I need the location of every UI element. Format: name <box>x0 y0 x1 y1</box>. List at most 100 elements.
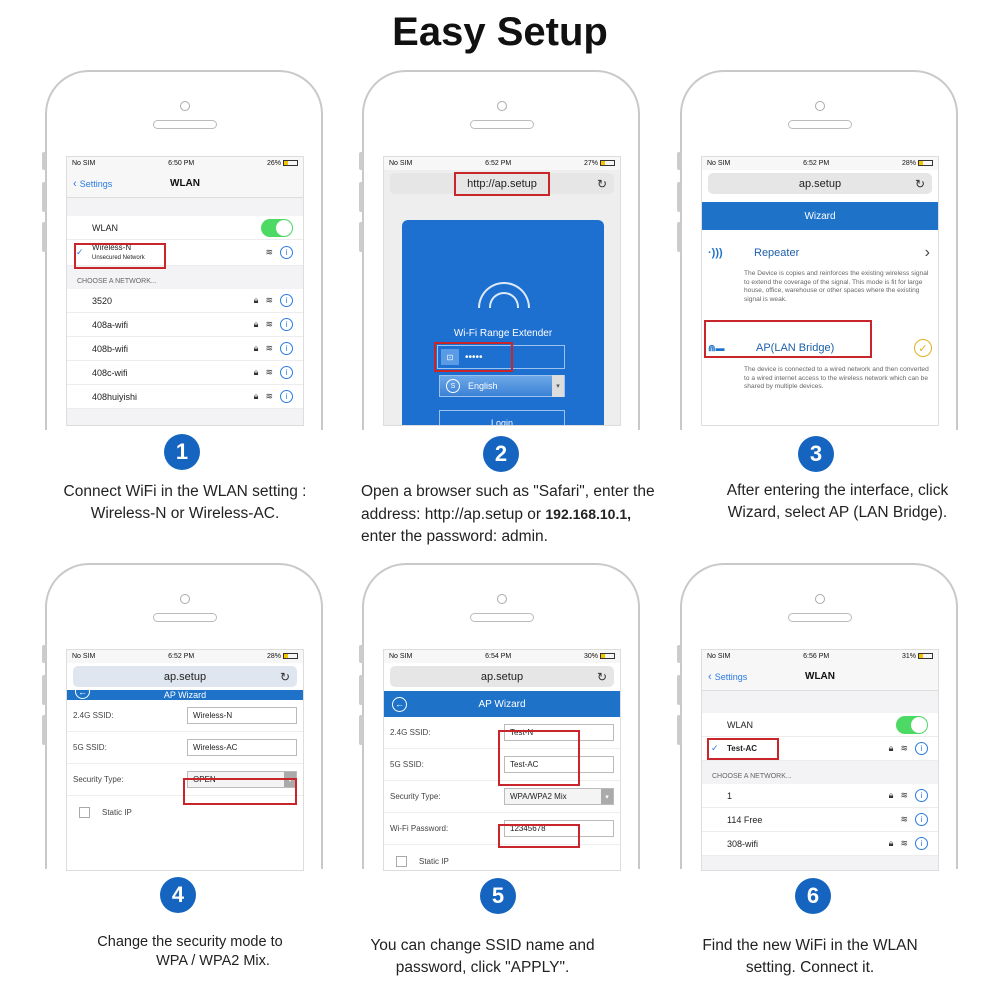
repeater-icon: ·))) <box>708 247 723 259</box>
wlan-toggle[interactable] <box>896 715 928 734</box>
network-row[interactable]: 408b-wifi🔒︎≋i <box>67 337 303 361</box>
check-icon: ✓ <box>711 743 719 753</box>
step-number-3: 3 <box>798 436 834 472</box>
connected-network-row[interactable]: ✓ Test-AC 🔒︎≋i <box>702 737 938 761</box>
highlight-box <box>498 730 580 786</box>
step-number-4: 4 <box>160 877 196 913</box>
choose-network-header: CHOOSE A NETWORK... <box>67 266 303 289</box>
highlight-box <box>183 778 297 805</box>
lock-icon: 🔒︎ <box>253 367 259 377</box>
info-icon: i <box>915 789 928 802</box>
wifi-icon: ≋ <box>265 319 273 329</box>
security-row: Security Type:WPA/WPA2 Mix▾ <box>384 781 620 813</box>
ssid-5-row: 5G SSID:Test-AC <box>384 749 620 781</box>
page-title: Easy Setup <box>392 10 608 54</box>
chevron-down-icon: ▾ <box>601 789 613 804</box>
highlight-box <box>707 738 779 760</box>
info-icon: i <box>915 837 928 850</box>
refresh-icon[interactable]: ↻ <box>279 669 290 684</box>
step-number-1: 1 <box>164 434 200 470</box>
refresh-icon[interactable]: ↻ <box>596 669 607 684</box>
ssid-24-row: 2.4G SSID:Test-N <box>384 717 620 749</box>
info-icon: i <box>280 390 293 403</box>
static-ip-row[interactable]: Static IP <box>67 796 303 828</box>
url-bar[interactable]: ap.setup↻ <box>390 666 614 687</box>
back-button[interactable]: ‹ Settings <box>708 670 748 683</box>
lock-icon: 🔒︎ <box>888 838 894 848</box>
highlight-box <box>454 172 550 196</box>
network-row[interactable]: 408a-wifi🔒︎≋i <box>67 313 303 337</box>
step-caption-2: Open a browser such as "Safari", enter t… <box>361 483 655 545</box>
speaker <box>153 120 217 129</box>
check-icon: ✓ <box>76 247 84 257</box>
info-icon: i <box>915 813 928 826</box>
lock-icon: 🔒︎ <box>253 319 259 329</box>
speaker <box>788 613 852 622</box>
step-number-2: 2 <box>483 436 519 472</box>
back-button[interactable]: ‹ Settings <box>73 177 113 190</box>
network-row[interactable]: 408c-wifi🔒︎≋i <box>67 361 303 385</box>
url-bar[interactable]: ap.setup↻ <box>708 173 932 194</box>
network-row[interactable]: 114 Free≋i <box>702 808 938 832</box>
ap-wizard-header: ←AP Wizard <box>384 691 620 717</box>
refresh-icon[interactable]: ↻ <box>596 176 607 191</box>
wifi-icon: ≋ <box>265 295 273 305</box>
highlight-box <box>498 824 580 848</box>
card-title: Wi-Fi Range Extender <box>453 328 553 339</box>
ap-option[interactable]: ⋒▬ AP(LAN Bridge) ✓ <box>702 330 938 366</box>
ssid-24-input[interactable]: Wireless-N <box>187 707 297 724</box>
camera <box>180 594 190 604</box>
network-row[interactable]: 408huiyishi🔒︎≋i <box>67 385 303 409</box>
network-row[interactable]: 3520🔒︎≋i <box>67 289 303 313</box>
network-row[interactable]: 308-wifi🔒︎≋i <box>702 832 938 856</box>
checkbox[interactable] <box>79 806 90 818</box>
network-row[interactable]: 1🔒︎≋i <box>702 784 938 808</box>
ssid-5-row: 5G SSID:Wireless-AC <box>67 732 303 764</box>
ssid-5-input[interactable]: Wireless-AC <box>187 739 297 756</box>
ssid-24-input[interactable]: Test-N <box>504 724 614 741</box>
repeater-option[interactable]: ·))) Repeater › <box>708 244 930 261</box>
step-number-5: 5 <box>480 878 516 914</box>
wifi-icon: ≋ <box>265 391 273 401</box>
speaker <box>788 120 852 129</box>
wlan-toggle-row[interactable]: WLAN <box>67 216 303 240</box>
back-icon[interactable]: ← <box>75 690 90 699</box>
ap-description: The device is connected to a wired netwo… <box>744 366 929 391</box>
lock-icon: 🔒︎ <box>253 343 259 353</box>
info-icon: i <box>915 742 928 755</box>
security-select[interactable]: WPA/WPA2 Mix▾ <box>504 788 614 805</box>
password-field[interactable]: ⊡••••• <box>437 345 565 369</box>
wifi-password-input[interactable]: 12345678 <box>504 820 614 837</box>
login-button[interactable]: Login <box>439 410 565 425</box>
info-icon[interactable]: i <box>280 246 293 259</box>
static-ip-row[interactable]: Static IP <box>384 845 620 870</box>
refresh-icon[interactable]: ↻ <box>914 176 925 191</box>
check-circle-icon[interactable]: ✓ <box>914 339 932 357</box>
url-bar[interactable]: http://ap.setup↻ <box>390 173 614 194</box>
wifi-icon: ≋ <box>900 743 908 753</box>
checkbox[interactable] <box>396 855 407 867</box>
url-bar[interactable]: ap.setup↻ <box>73 666 297 687</box>
nav-bar: ‹ Settings WLAN <box>702 663 938 691</box>
speaker <box>153 613 217 622</box>
info-icon: i <box>280 294 293 307</box>
wifi-icon: ≋ <box>900 838 908 848</box>
wlan-toggle-row[interactable]: WLAN <box>702 713 938 737</box>
ssid-5-input[interactable]: Test-AC <box>504 756 614 773</box>
highlight-box <box>434 342 513 372</box>
back-icon[interactable]: ← <box>392 696 407 712</box>
wlan-toggle[interactable] <box>261 218 293 237</box>
